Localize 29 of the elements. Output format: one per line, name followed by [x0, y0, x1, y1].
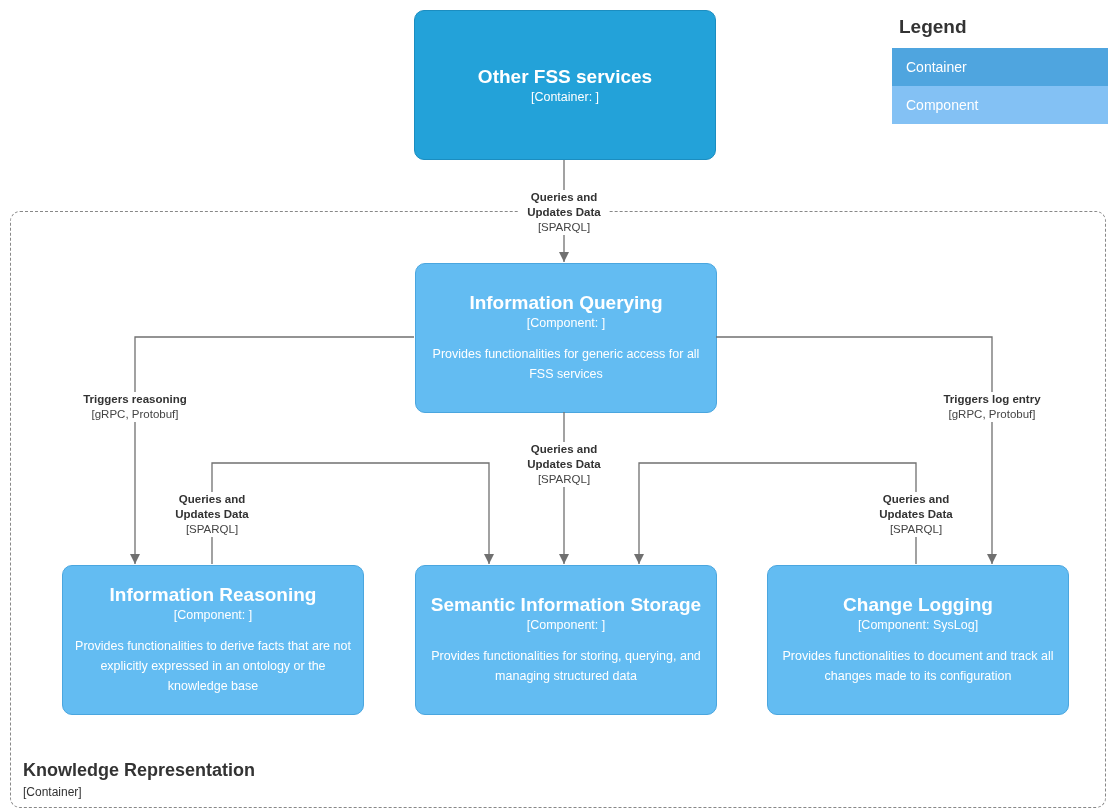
node-title: Knowledge Representation [23, 760, 256, 781]
component-box [415, 565, 717, 715]
description-text: Provides functionalities to derive facts that are not explicitly expressed in an ontology or the knowledge base [74, 638, 352, 695]
description-text: Provides functionalities for storing, querying, and managing structured data [430, 648, 702, 685]
arrow [211, 462, 494, 565]
node-title: Semantic Information Storage [430, 594, 702, 616]
description-text: Provides functionalities for generic access for all FSS services [431, 346, 701, 383]
node-title: Other FSS services [477, 66, 653, 88]
node-title: Information Reasoning [109, 584, 317, 606]
technology-label: [Component: ] [526, 316, 606, 330]
technology-label: [Container] [23, 785, 82, 799]
node-title: Information Querying [469, 292, 663, 314]
node-title: Change Logging [843, 594, 993, 616]
arrow [130, 336, 415, 565]
legend-label: Container [906, 59, 967, 75]
container-box [414, 10, 716, 160]
arrow [634, 462, 917, 565]
component-box [415, 263, 717, 413]
component-box [62, 565, 364, 715]
description-text: Provides functionalities to document and track all changes made to its configuration [781, 648, 1055, 685]
legend-label: Component [906, 97, 979, 113]
arrow [715, 336, 997, 565]
component-box [767, 565, 1069, 715]
edge-label: Queries and Updates Data [SPARQL] [519, 190, 609, 235]
legend-title: Legend [899, 16, 967, 38]
technology-label: [Component: ] [173, 608, 253, 622]
technology-label: [Component: ] [526, 618, 606, 632]
technology-label: [Component: SysLog] [857, 618, 979, 632]
technology-label: [Container: ] [530, 90, 600, 104]
